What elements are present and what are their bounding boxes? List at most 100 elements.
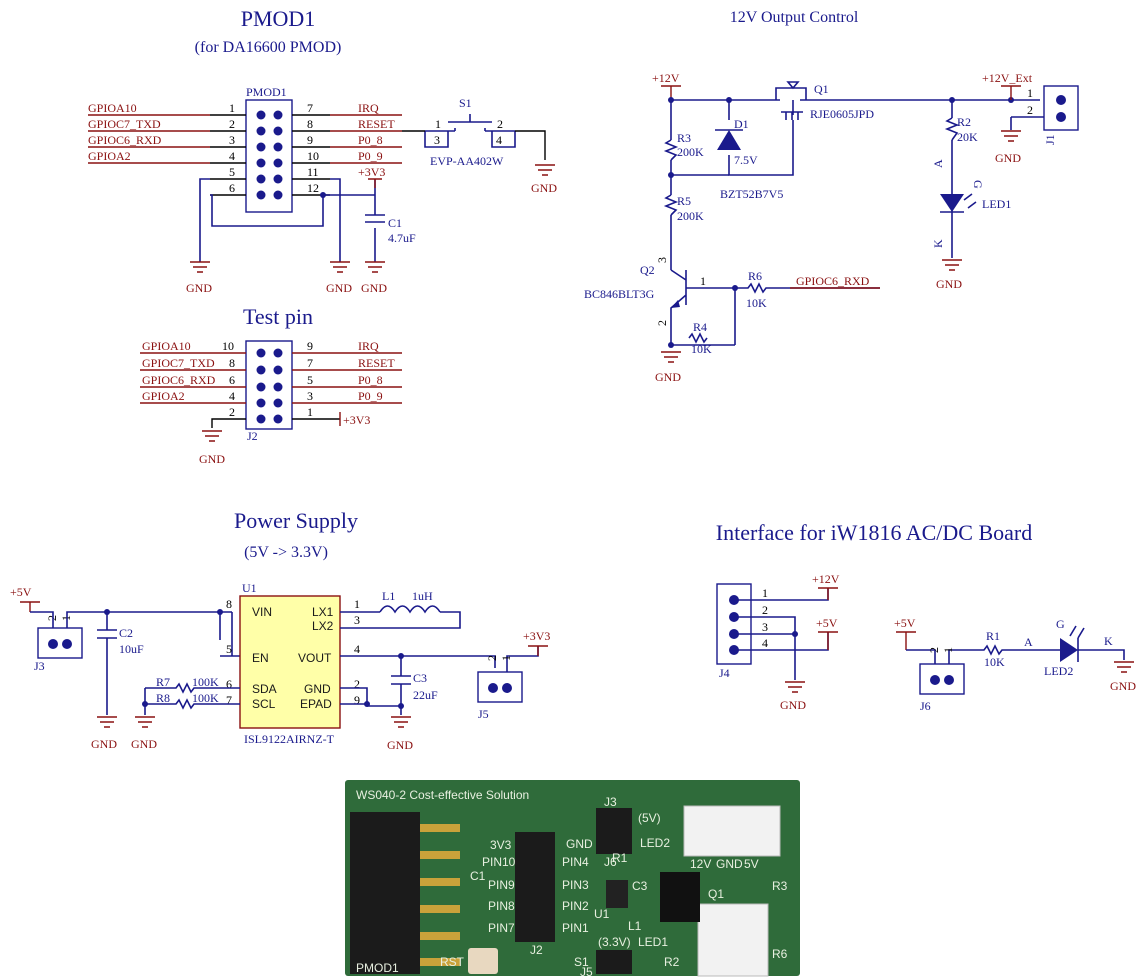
d1-part: BZT52B7V5: [720, 187, 783, 201]
pmod-pin-12: 12: [307, 181, 319, 195]
pmod-connector-body: [245, 99, 293, 213]
j2-net-gpioc7: GPIOC7_TXD: [142, 356, 215, 370]
pcb-silk-5v: 5V: [744, 857, 759, 871]
q2-ref: Q2: [640, 263, 655, 277]
led2-rays-icon: [1069, 625, 1085, 639]
q2-pin-3: 3: [655, 257, 669, 263]
u1-pin-1: 1: [354, 597, 360, 611]
net-gpioa2: GPIOA2: [88, 149, 131, 163]
ps-3v3-label: +3V3: [523, 629, 550, 643]
j5-ref: J5: [478, 707, 489, 721]
pmod-3v3-flag: [368, 178, 382, 188]
v12ext-flag: [1001, 85, 1021, 100]
pmod-pin-3: 3: [229, 133, 235, 147]
pcb-silk-l1: L1: [628, 919, 642, 933]
pmod-pin-11: 11: [307, 165, 319, 179]
iface-v12-label: +12V: [812, 572, 840, 586]
u1-sda: SDA: [252, 682, 277, 696]
j6-pin-2: 2: [927, 647, 941, 653]
u1-body: [239, 595, 341, 729]
c2-ref: C2: [119, 626, 133, 640]
r8-ref: R8: [156, 691, 170, 705]
l1-ref: L1: [382, 589, 395, 603]
net-reset: RESET: [358, 117, 395, 131]
r5-symbol: [663, 194, 679, 216]
j5-pin-2: 2: [485, 655, 499, 661]
d1-value: 7.5V: [734, 153, 758, 167]
led1-gnd-symbol: [942, 259, 962, 271]
pcb-silk-pmod1: PMOD1: [356, 961, 399, 975]
net-gpioa10: GPIOA10: [88, 101, 137, 115]
s1-symbol: [424, 114, 516, 148]
u1-pin-8: 8: [226, 597, 232, 611]
led1-gnd-label: GND: [936, 277, 962, 291]
u1-part: ISL9122AIRNZ-T: [244, 732, 335, 746]
pcb-photo: WS040-2 Cost-effective Solution 3V3 PIN1…: [345, 780, 800, 979]
c3-gnd-label: GND: [387, 738, 413, 752]
pmod-3v3-label: +3V3: [358, 165, 385, 179]
j3-ref: J3: [34, 659, 45, 673]
pcb-silk-c3: C3: [632, 879, 648, 893]
led2-ref: LED2: [1044, 664, 1073, 678]
j2-left-nets: [140, 352, 246, 404]
ps-v5-label: +5V: [10, 585, 32, 599]
l1-wiring: [340, 611, 461, 629]
j2-net-irq: IRQ: [358, 339, 379, 353]
pcb-silk-led2: LED2: [640, 836, 670, 850]
q1-symbol: [775, 81, 807, 120]
j6-led2-wiring: [906, 644, 1125, 664]
j4-gnd-symbol: [785, 681, 805, 693]
l1-value: 1uH: [412, 589, 433, 603]
pcb-silk-pin8: PIN8: [488, 899, 515, 913]
net-p0-8: P0_8: [358, 133, 383, 147]
j2-pin-dots: [256, 348, 283, 424]
j2-pin-5: 5: [307, 373, 313, 387]
q1-part: RJE0605JPD: [810, 107, 874, 121]
pmod-pin-8: 8: [307, 117, 313, 131]
q2-gnd-label: GND: [655, 370, 681, 384]
r7r8-gnd-label: GND: [131, 737, 157, 751]
j6-v5-flag: [896, 631, 916, 650]
c2-gnd-label: GND: [91, 737, 117, 751]
pcb-silk-u1: U1: [594, 907, 610, 921]
pcb-silk-pin1: PIN1: [562, 921, 589, 935]
pcb-silk-led1: LED1: [638, 935, 668, 949]
pcb-silk-pin2: PIN2: [562, 899, 589, 913]
pmod-left-stubs: [210, 114, 246, 196]
pmod-power-wiring: [199, 178, 376, 262]
pcb-silk-j5: J5: [580, 965, 593, 979]
j4-pin-1: 1: [762, 586, 768, 600]
j6-pin-1: 1: [941, 647, 955, 653]
u1-pin-5: 5: [226, 642, 232, 656]
led2-gnd-label: GND: [1110, 679, 1136, 693]
pcb-j5-header: [596, 950, 632, 974]
u1-gnd: GND: [304, 682, 331, 696]
r4-ref: R4: [693, 320, 707, 334]
pcb-silk-pin7: PIN7: [488, 921, 515, 935]
r6-symbol: [735, 282, 880, 294]
j3-body: [37, 627, 83, 659]
pmod-gnd-1: GND: [186, 281, 212, 295]
pcb-q1: [660, 872, 700, 922]
q1-ref: Q1: [814, 82, 829, 96]
s1-part: EVP-AA402W: [430, 154, 504, 168]
r5-value: 200K: [677, 209, 704, 223]
q2-pin-2: 2: [655, 320, 669, 326]
j6-ref: J6: [920, 699, 931, 713]
c3-ref: C3: [413, 671, 427, 685]
u1-lx2: LX2: [312, 619, 334, 633]
pmod-pin-2: 2: [229, 117, 235, 131]
j1-pin-2: 2: [1027, 103, 1033, 117]
pcb-silk-c1: C1: [470, 869, 486, 883]
pmod-pin-6: 6: [229, 181, 235, 195]
net-irq: IRQ: [358, 101, 379, 115]
iface-title: Interface for iW1816 AC/DC Board: [716, 520, 1032, 545]
s1-ref: S1: [459, 96, 472, 110]
r3-value: 200K: [677, 145, 704, 159]
r1-ref: R1: [986, 629, 1000, 643]
u1-pin-4: 4: [354, 642, 360, 656]
u1-ref: U1: [242, 581, 257, 595]
j4-pin-4: 4: [762, 636, 768, 650]
